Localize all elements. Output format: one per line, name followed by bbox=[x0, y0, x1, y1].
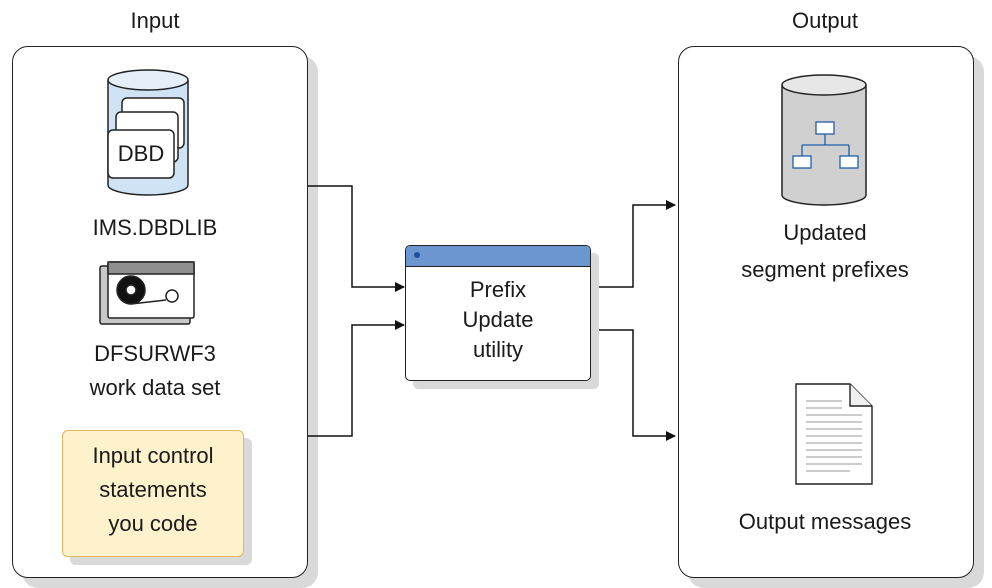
utility-titlebar bbox=[406, 246, 590, 267]
prefixes-label-line1: Updated bbox=[783, 220, 867, 245]
control-line2: statements bbox=[99, 477, 207, 502]
arrow-utility-to-prefixes bbox=[589, 200, 676, 288]
utility-line1: Prefix bbox=[469, 277, 527, 302]
dbd-card-text: DBD bbox=[117, 141, 165, 166]
arrow-dbdlib-to-utility bbox=[308, 185, 405, 292]
workfile-label-line2: work data set bbox=[89, 375, 221, 400]
utility-line3: utility bbox=[472, 337, 524, 362]
input-heading: Input bbox=[130, 8, 180, 33]
workfile-label-line1: DFSURWF3 bbox=[94, 341, 216, 366]
messages-label: Output messages bbox=[738, 509, 912, 534]
prefix-update-utility-box: Prefix Update utility bbox=[405, 245, 591, 381]
control-line3: you code bbox=[108, 511, 198, 536]
titlebar-dot-icon bbox=[414, 252, 420, 258]
dbdlib-label: IMS.DBDLIB bbox=[92, 215, 218, 240]
input-control-statements-note: Input control statements you code bbox=[62, 430, 244, 557]
arrow-utility-to-messages bbox=[589, 329, 676, 441]
control-line1: Input control bbox=[92, 443, 214, 468]
arrow-controls-to-utility bbox=[308, 320, 405, 437]
output-heading: Output bbox=[791, 8, 859, 33]
utility-line2: Update bbox=[462, 307, 534, 332]
prefixes-label-line2: segment prefixes bbox=[741, 257, 909, 282]
